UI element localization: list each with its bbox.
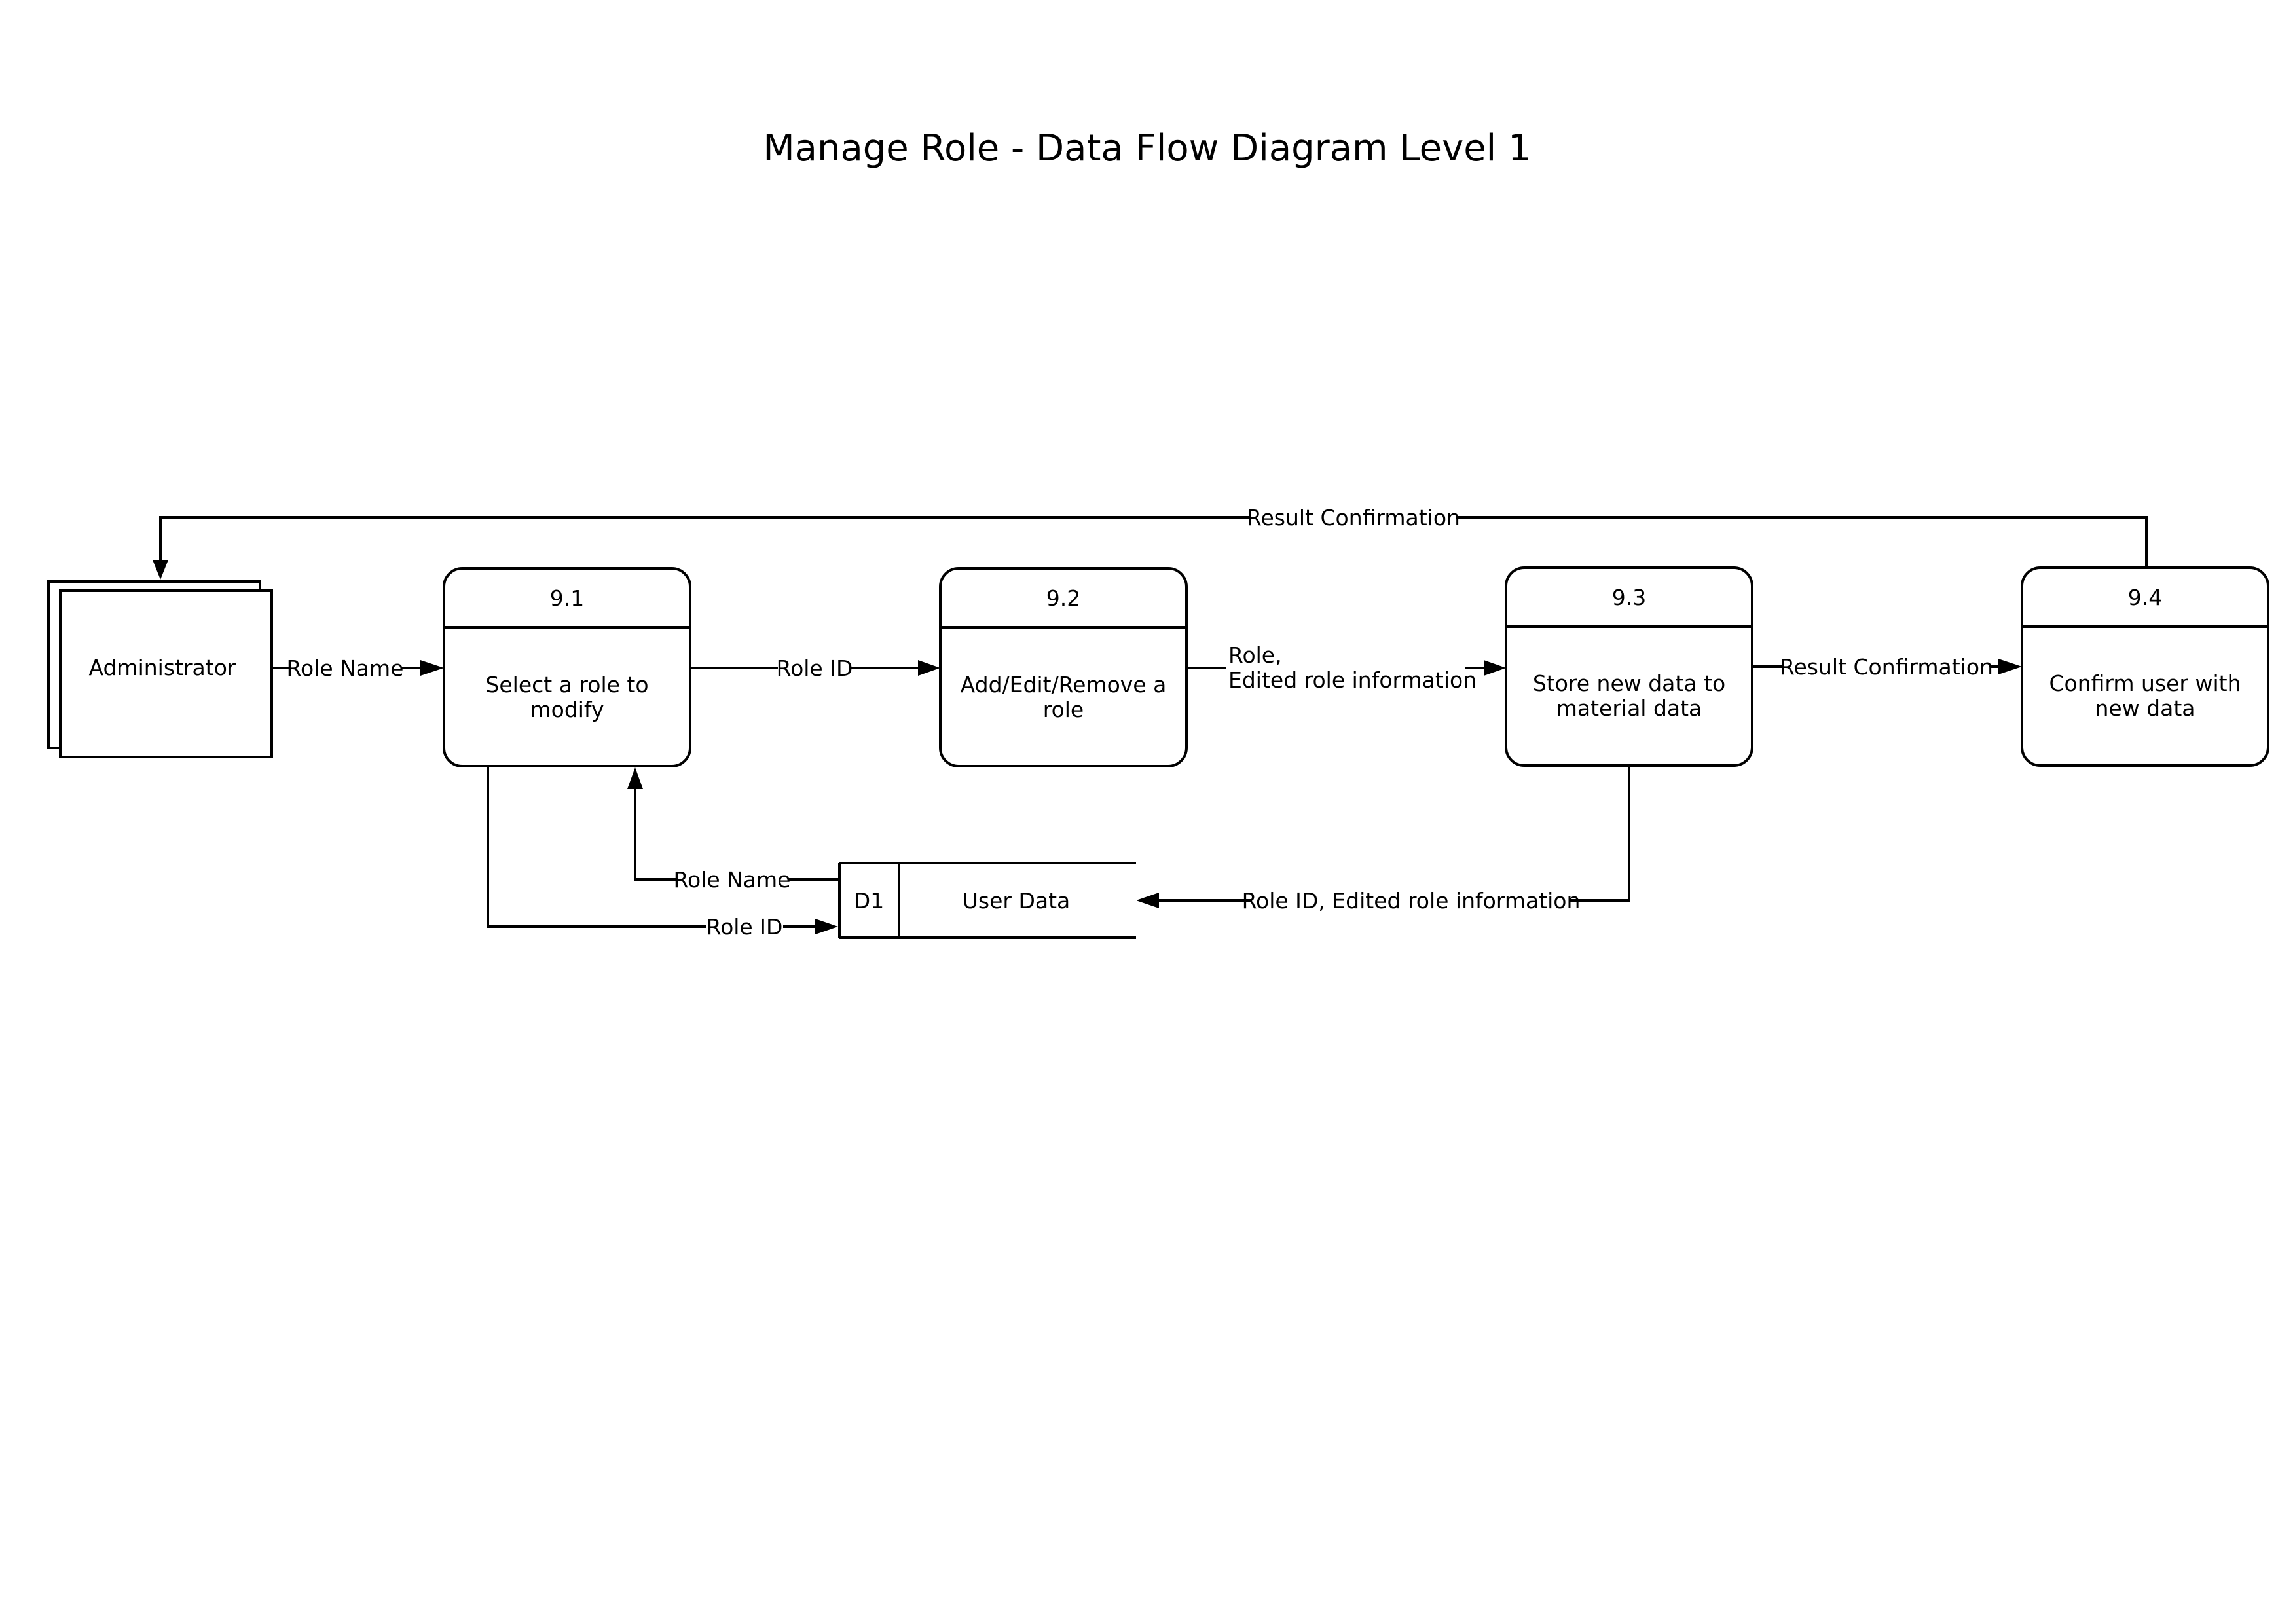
diagram-title: Manage Role - Data Flow Diagram Level 1 — [763, 127, 1531, 170]
label-result-confirmation-top: Result Confirmation — [1247, 505, 1460, 530]
process-label-line2: role — [1043, 697, 1084, 722]
flow-d1-to-9-1 — [634, 784, 839, 881]
arrowhead-to-d1-left — [815, 919, 838, 934]
process-label-line2: new data — [2095, 695, 2195, 721]
process-id: 9.4 — [2128, 585, 2162, 610]
arrowhead-to-9-4 — [1998, 659, 2022, 674]
process-label-line1: Store new data to — [1533, 671, 1725, 696]
process-9-2: 9.2 Add/Edit/Remove a role — [939, 567, 1188, 767]
label-role-id-9-1-to-9-2: Role ID — [777, 655, 853, 681]
label-role-9-2-to-9-3-line2: Edited role information — [1228, 667, 1477, 693]
datastore-label: User Data — [963, 888, 1071, 913]
arrowhead-to-9-2 — [918, 660, 940, 676]
datastore-id: D1 — [854, 888, 884, 913]
label-role-id-edited-info: Role ID, Edited role information — [1242, 888, 1581, 913]
arrowhead-to-9-3 — [1484, 660, 1506, 676]
flow-9-3-to-d1 — [1152, 766, 1630, 902]
arrowhead-to-administrator — [153, 560, 168, 580]
process-label-line1: Add/Edit/Remove a — [961, 672, 1167, 697]
process-9-3: 9.3 Store new data to material data — [1505, 566, 1753, 767]
process-9-1: 9.1 Select a role to modify — [443, 567, 691, 767]
label-role-id-to-d1: Role ID — [707, 914, 783, 940]
arrowhead-to-9-1 — [420, 660, 444, 676]
flow-9-1-to-d1 — [487, 766, 822, 928]
process-id: 9.3 — [1612, 585, 1646, 610]
label-role-name-admin: Role Name — [287, 655, 404, 681]
arrowhead-to-d1-right — [1136, 893, 1159, 908]
process-9-4: 9.4 Confirm user with new data — [2021, 566, 2269, 767]
process-label-line2: modify — [530, 697, 604, 722]
datastore-d1: D1 User Data — [838, 862, 1137, 939]
entity-label: Administrator — [89, 655, 236, 680]
label-role-name-d1: Role Name — [674, 867, 791, 893]
process-label-line2: material data — [1556, 695, 1702, 721]
process-label-line1: Confirm user with — [2049, 671, 2241, 696]
process-label-line1: Select a role to — [485, 672, 648, 697]
arrowhead-up-to-9-1 — [627, 767, 643, 789]
label-result-confirmation-9-3-to-9-4: Result Confirmation — [1780, 654, 1993, 680]
external-entity-administrator: Administrator — [47, 580, 273, 758]
label-role-9-2-to-9-3-line1: Role, — [1228, 642, 1282, 668]
flow-result-confirmation-top — [159, 516, 2148, 568]
process-id: 9.2 — [1046, 585, 1080, 611]
process-id: 9.1 — [550, 585, 584, 611]
